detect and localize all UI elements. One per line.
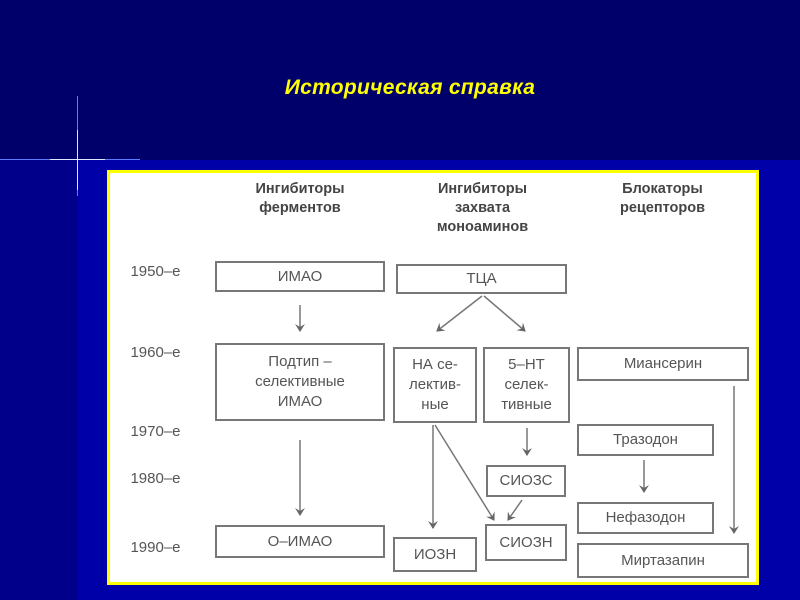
box-tca: ТЦА xyxy=(396,264,567,294)
decade-label: 1960–е xyxy=(130,344,181,361)
column-header-reuptake-inhibitors: Ингибиторы захвата моноаминов xyxy=(405,180,560,237)
box-na-selective: НА се- лектив- ные xyxy=(393,347,477,423)
arrow xyxy=(436,295,483,332)
box-line: тивные xyxy=(501,396,552,413)
box-line: лектив- xyxy=(408,376,462,393)
box-line: НА се- xyxy=(412,356,458,373)
box-ssri: СИОЗС xyxy=(486,465,566,497)
header-line: захвата xyxy=(454,200,511,216)
decade-label: 1950–е xyxy=(130,263,181,280)
column-header-receptor-blockers: Блокаторы рецепторов xyxy=(585,180,740,218)
box-line: 5–НТ xyxy=(508,356,545,373)
header-line: рецепторов xyxy=(619,200,706,216)
box-line: Подтип – xyxy=(268,353,332,370)
decorative-sparkle xyxy=(77,130,78,190)
box-line: селек- xyxy=(504,376,549,393)
box-line: ИМАО xyxy=(277,393,323,410)
arrow xyxy=(483,295,526,332)
box-nefazodone: Нефазодон xyxy=(577,502,714,534)
box-mirtazapine: Миртазапин xyxy=(577,543,749,578)
header-line: моноаминов xyxy=(436,219,529,235)
column-header-enzyme-inhibitors: Ингибиторы ферментов xyxy=(225,180,375,218)
arrow xyxy=(507,499,523,521)
box-imao: ИМАО xyxy=(215,261,385,292)
decade-label: 1990–е xyxy=(130,539,181,556)
box-5ht-selective: 5–НТ селек- тивные xyxy=(483,347,570,423)
box-line: ные xyxy=(421,396,449,413)
box-line: селективные xyxy=(255,373,345,390)
header-line: Ингибиторы xyxy=(255,181,345,197)
box-trazodone: Тразодон xyxy=(577,424,714,456)
box-subtype-selective-imao: Подтип – селективные ИМАО xyxy=(215,343,385,421)
header-line: Ингибиторы xyxy=(437,181,527,197)
decade-label: 1970–е xyxy=(130,423,181,440)
decade-label: 1980–е xyxy=(130,470,181,487)
box-snri: СИОЗН xyxy=(485,524,567,561)
arrow xyxy=(434,424,495,521)
box-mianserin: Миансерин xyxy=(577,347,749,381)
header-line: Блокаторы xyxy=(622,181,703,197)
box-nri: ИОЗН xyxy=(393,537,477,572)
box-o-imao: О–ИМАО xyxy=(215,525,385,558)
slide-left-band xyxy=(0,160,78,600)
slide-title: Историческая справка xyxy=(284,76,536,99)
header-line: ферментов xyxy=(259,200,341,216)
